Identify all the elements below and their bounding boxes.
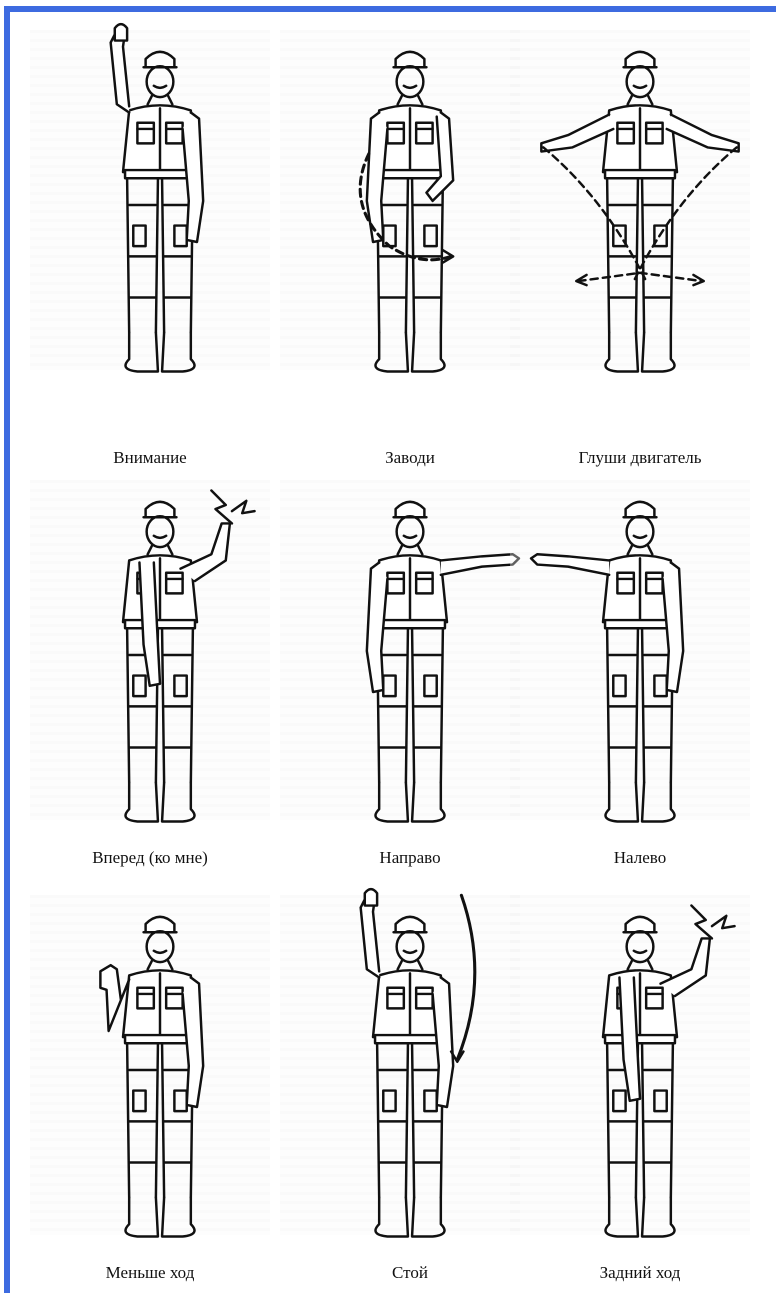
signal-figure-arm-up xyxy=(40,20,280,390)
signal-figure-arms-cross xyxy=(520,20,760,390)
signal-caption: Задний ход xyxy=(520,1263,760,1283)
signal-caption: Стой xyxy=(290,1263,530,1283)
signal-figure-push-side xyxy=(520,885,760,1255)
signal-cell-4: Вперед (ко мне) xyxy=(40,470,280,890)
signal-cell-7: Меньше ход xyxy=(40,885,280,1305)
signal-caption: Меньше ход xyxy=(30,1263,270,1283)
signal-cell-8: Стой xyxy=(290,885,530,1305)
signal-cell-3: Глуши двигатель xyxy=(520,20,760,440)
signal-figure-arm-left xyxy=(520,470,760,840)
signal-cell-5: Направо xyxy=(290,470,530,890)
signal-caption: Направо xyxy=(290,848,530,868)
signal-cell-1: Внимание xyxy=(40,20,280,440)
signal-caption: Заводи xyxy=(290,448,530,468)
signal-figure-arm-up-arc xyxy=(290,885,530,1255)
signal-figure-arm-right xyxy=(290,470,530,840)
signal-cell-9: Задний ход xyxy=(520,885,760,1305)
signal-cell-2: Заводи xyxy=(290,20,530,440)
signal-cell-6: Налево xyxy=(520,470,760,890)
signal-caption: Глуши двигатель xyxy=(520,448,760,468)
signal-figure-circle-arm xyxy=(290,20,530,390)
signal-caption: Вперед (ко мне) xyxy=(30,848,270,868)
signal-caption: Налево xyxy=(520,848,760,868)
signal-caption: Внимание xyxy=(30,448,270,468)
signal-figure-beckon-side xyxy=(40,470,280,840)
signal-figure-palm-forward xyxy=(40,885,280,1255)
